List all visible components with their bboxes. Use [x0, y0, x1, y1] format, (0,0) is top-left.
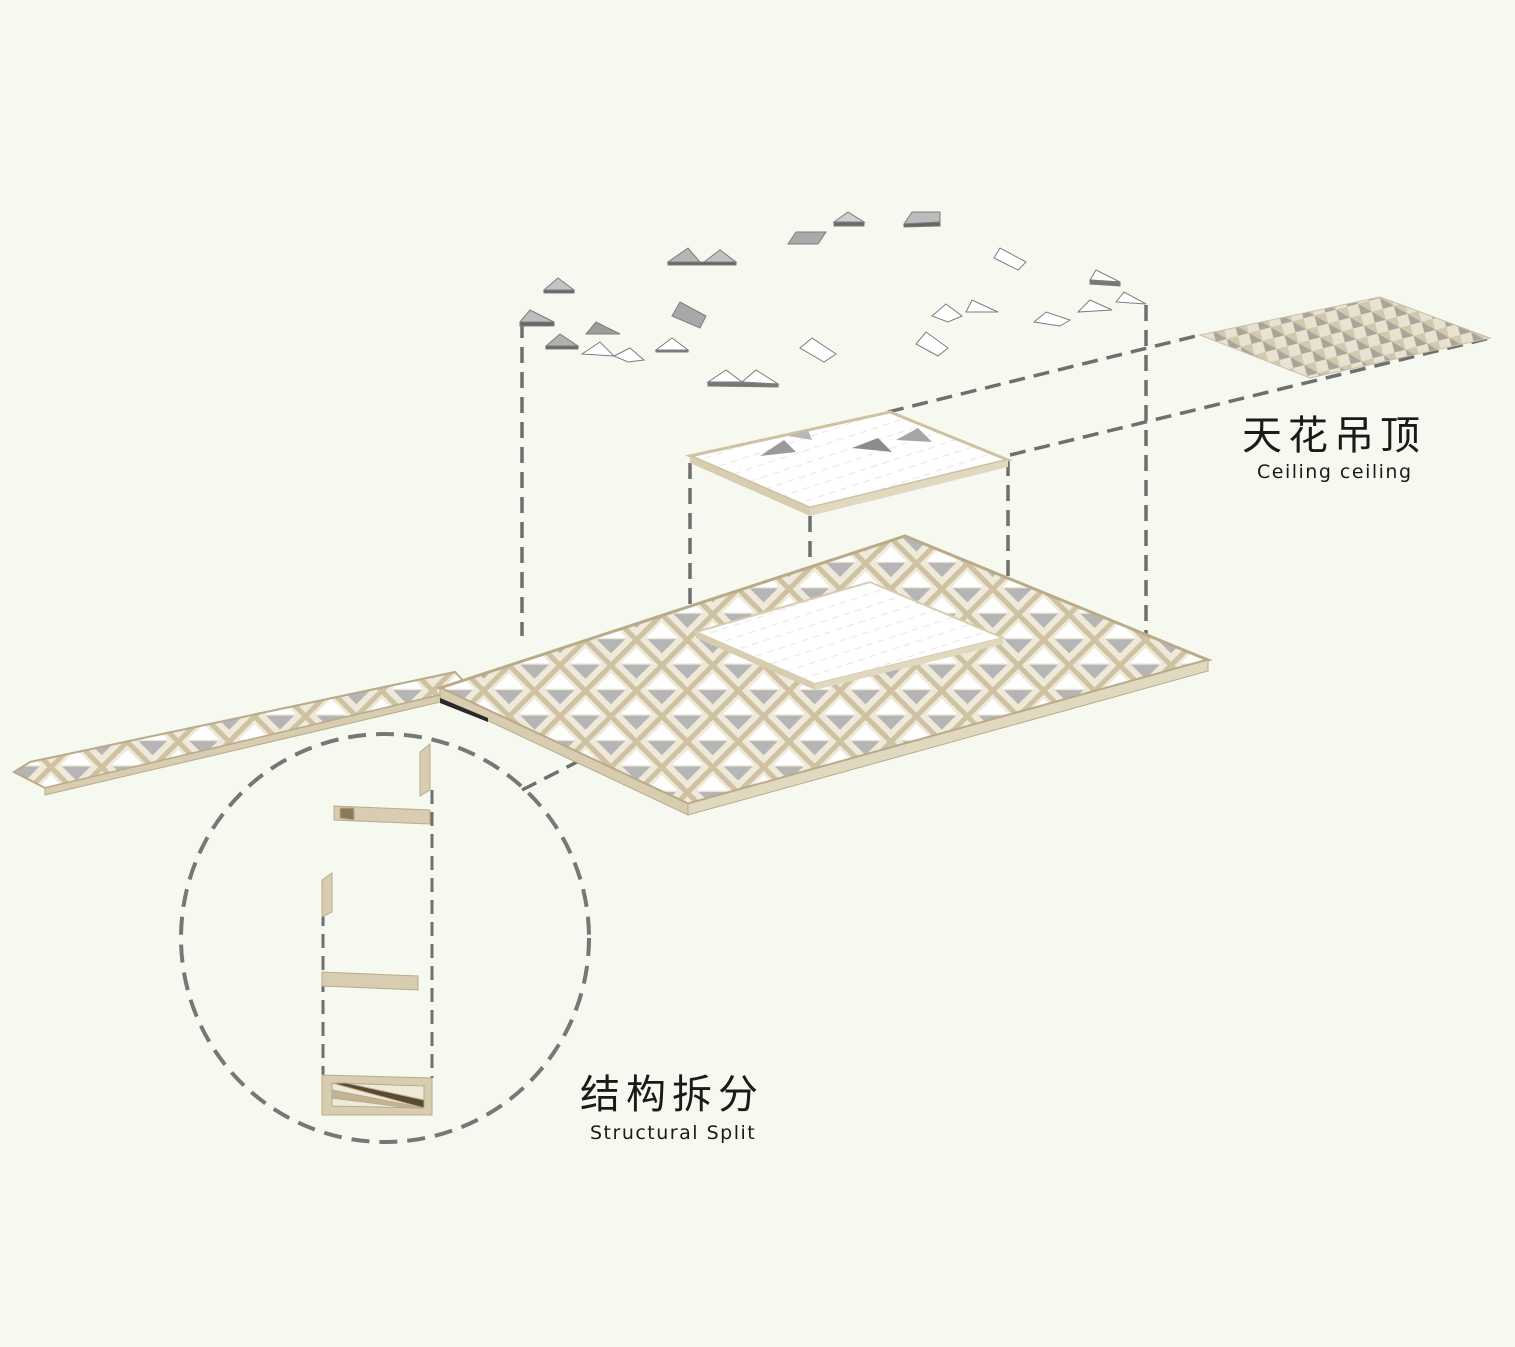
- detail-dashed-lines: [321, 790, 434, 1078]
- pattern-swatch: [1198, 296, 1492, 379]
- lattice-strip: [11, 670, 472, 796]
- floating-ceiling-tiles: [518, 211, 1147, 388]
- ceiling-panel: [685, 410, 1013, 516]
- ceiling-label-en: Ceiling ceiling: [1257, 461, 1413, 483]
- ceiling-label-cn: 天花吊顶: [1242, 413, 1426, 459]
- structure-label-en: Structural Split: [590, 1122, 757, 1144]
- detail-circle-outline: [179, 732, 591, 1144]
- dash-swatch-bottom: [1009, 336, 1491, 457]
- structure-label-cn: 结构拆分: [580, 1072, 764, 1118]
- dash-swatch-top: [887, 333, 1201, 414]
- detail-timber-members: [321, 742, 433, 1116]
- detail-circle: [179, 732, 591, 1144]
- floor-inset-panel: [693, 580, 1007, 690]
